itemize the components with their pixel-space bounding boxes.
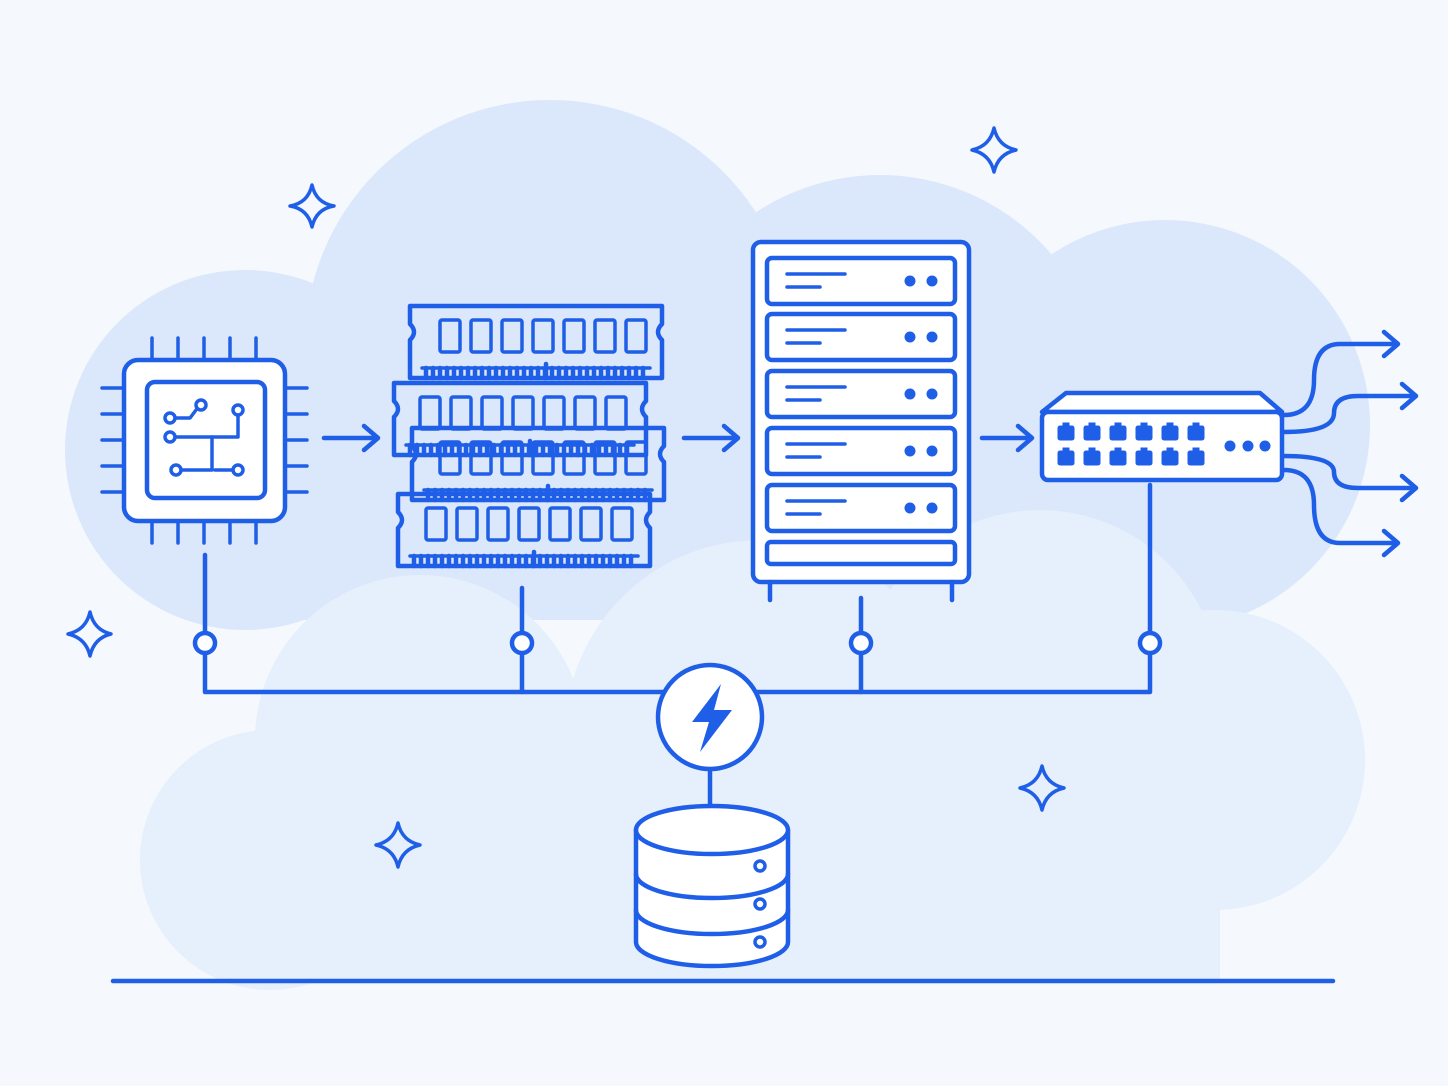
ram-modules-icon: [391, 303, 667, 569]
arrow-right-icon: [321, 423, 381, 453]
sparkle-icon: [374, 821, 422, 869]
arrow-right-icon: [1281, 453, 1419, 503]
sparkles: [66, 126, 1066, 869]
output-arrows: [1281, 329, 1419, 558]
sparkle-icon: [970, 126, 1018, 174]
sparkle-icon: [66, 610, 113, 658]
bus-node: [1137, 630, 1163, 656]
network-switch-icon: [1039, 390, 1285, 483]
sparkle-icon: [1018, 764, 1066, 812]
sparkle-icon: [288, 183, 336, 229]
arrow-right-icon: [681, 423, 741, 453]
cpu-chip-icon: [100, 336, 309, 545]
power-hub: [655, 662, 765, 772]
arrow-right-icon: [1281, 381, 1419, 435]
arrow-right-icon: [1281, 467, 1401, 558]
bus-node: [192, 630, 218, 656]
server-rack-icon: [750, 239, 972, 603]
flow-arrows: [321, 423, 1035, 453]
arrow-right-icon: [1281, 329, 1401, 418]
arrow-right-icon: [979, 423, 1035, 453]
database-icon: [633, 803, 791, 969]
bus-node: [848, 630, 874, 656]
bus-node: [509, 630, 535, 656]
lightning-bolt-icon: [692, 684, 732, 752]
